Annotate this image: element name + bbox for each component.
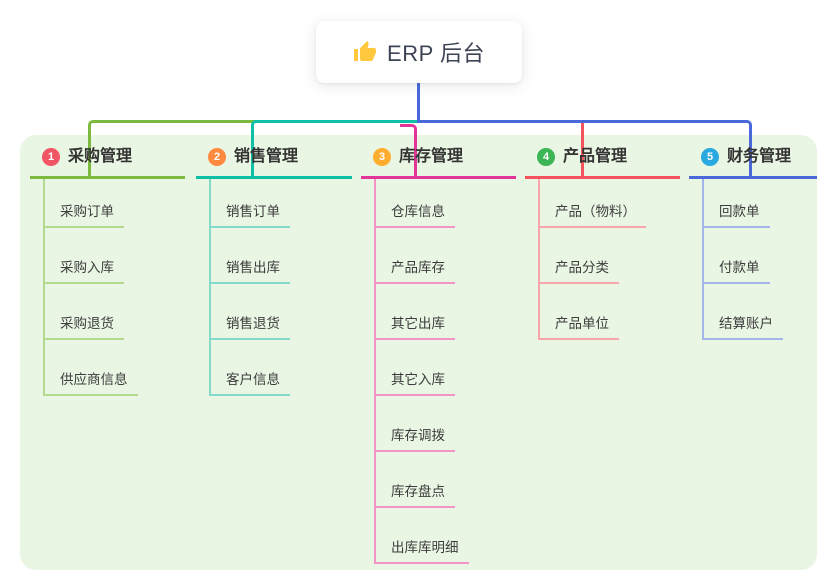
child-node[interactable]: 采购订单 <box>45 179 124 228</box>
child-label: 采购退货 <box>60 316 114 331</box>
child-label: 销售订单 <box>226 204 280 219</box>
branch-4: 4 产品管理 产品（物料） 产品分类 产品单位 <box>525 147 680 340</box>
child-label: 回款单 <box>719 204 760 219</box>
root-title: ERP 后台 <box>387 41 485 66</box>
child-label: 其它出库 <box>391 316 445 331</box>
child-node[interactable]: 供应商信息 <box>45 340 138 396</box>
child-label: 付款单 <box>719 260 760 275</box>
child-node[interactable]: 销售出库 <box>211 228 290 284</box>
child-node[interactable]: 出库库明细 <box>376 508 469 564</box>
branch-node-3[interactable]: 3 库存管理 <box>361 147 516 179</box>
branch-children: 采购订单 采购入库 采购退货 供应商信息 <box>43 179 185 396</box>
branch-5: 5 财务管理 回款单 付款单 结算账户 <box>689 147 817 340</box>
child-label: 出库库明细 <box>391 540 459 555</box>
branch-number-badge: 2 <box>208 148 226 166</box>
child-node[interactable]: 客户信息 <box>211 340 290 396</box>
connector-root-stem <box>417 82 420 123</box>
child-node[interactable]: 采购入库 <box>45 228 124 284</box>
panel-background <box>20 135 817 570</box>
child-node[interactable]: 产品单位 <box>540 284 619 340</box>
child-label: 产品库存 <box>391 260 445 275</box>
branch-3: 3 库存管理 仓库信息 产品库存 其它出库 其它入库 库存调拨 库存盘点 出库库… <box>361 147 516 564</box>
branch-node-2[interactable]: 2 销售管理 <box>196 147 352 179</box>
branch-children: 销售订单 销售出库 销售退货 客户信息 <box>209 179 352 396</box>
child-node[interactable]: 付款单 <box>704 228 770 284</box>
branch-title: 库存管理 <box>399 148 464 165</box>
child-node[interactable]: 产品分类 <box>540 228 619 284</box>
branch-title: 销售管理 <box>234 148 299 165</box>
child-node[interactable]: 仓库信息 <box>376 179 455 228</box>
root-node[interactable]: ERP 后台 <box>316 21 522 83</box>
branch-1: 1 采购管理 采购订单 采购入库 采购退货 供应商信息 <box>30 147 185 396</box>
child-label: 产品（物料） <box>555 204 636 219</box>
branch-children: 回款单 付款单 结算账户 <box>702 179 817 340</box>
child-label: 供应商信息 <box>60 372 128 387</box>
branch-title: 财务管理 <box>727 148 792 165</box>
branch-title: 采购管理 <box>68 148 133 165</box>
child-label: 客户信息 <box>226 372 280 387</box>
branch-node-5[interactable]: 5 财务管理 <box>689 147 817 179</box>
child-label: 销售退货 <box>226 316 280 331</box>
child-node[interactable]: 采购退货 <box>45 284 124 340</box>
branch-number-badge: 4 <box>537 148 555 166</box>
child-label: 结算账户 <box>719 316 773 331</box>
branch-title: 产品管理 <box>563 148 628 165</box>
child-node[interactable]: 结算账户 <box>704 284 783 340</box>
branch-node-1[interactable]: 1 采购管理 <box>30 147 185 179</box>
child-label: 采购入库 <box>60 260 114 275</box>
child-label: 产品单位 <box>555 316 609 331</box>
child-label: 其它入库 <box>391 372 445 387</box>
child-node[interactable]: 库存盘点 <box>376 452 455 508</box>
thumbs-up-icon <box>354 41 377 61</box>
child-node[interactable]: 产品库存 <box>376 228 455 284</box>
branch-2: 2 销售管理 销售订单 销售出库 销售退货 客户信息 <box>196 147 352 396</box>
child-node[interactable]: 其它入库 <box>376 340 455 396</box>
child-label: 仓库信息 <box>391 204 445 219</box>
branch-children: 仓库信息 产品库存 其它出库 其它入库 库存调拨 库存盘点 出库库明细 <box>374 179 516 564</box>
branch-number-badge: 1 <box>42 148 60 166</box>
child-node[interactable]: 销售退货 <box>211 284 290 340</box>
child-node[interactable]: 销售订单 <box>211 179 290 228</box>
child-node[interactable]: 产品（物料） <box>540 179 646 228</box>
child-node[interactable]: 库存调拨 <box>376 396 455 452</box>
branch-number-badge: 5 <box>701 148 719 166</box>
child-label: 采购订单 <box>60 204 114 219</box>
branch-node-4[interactable]: 4 产品管理 <box>525 147 680 179</box>
child-label: 库存盘点 <box>391 484 445 499</box>
child-label: 库存调拨 <box>391 428 445 443</box>
child-label: 销售出库 <box>226 260 280 275</box>
branch-number-badge: 3 <box>373 148 391 166</box>
child-node[interactable]: 回款单 <box>704 179 770 228</box>
child-node[interactable]: 其它出库 <box>376 284 455 340</box>
branch-children: 产品（物料） 产品分类 产品单位 <box>538 179 680 340</box>
child-label: 产品分类 <box>555 260 609 275</box>
